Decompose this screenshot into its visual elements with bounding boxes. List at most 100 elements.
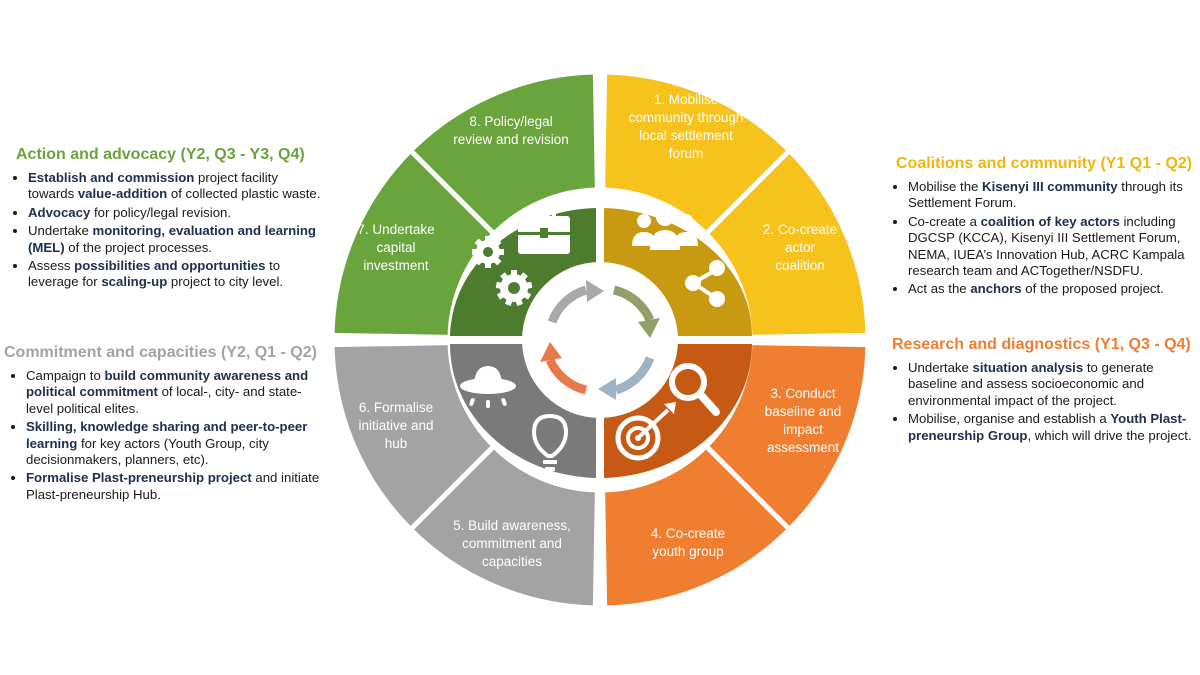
- step-label-line: capacities: [482, 554, 542, 569]
- bullet-item: Undertake monitoring, evaluation and lea…: [28, 223, 326, 256]
- bullet-item: Mobilise, organise and establish a Youth…: [908, 411, 1198, 444]
- bullet-text: Campaign to: [26, 368, 105, 383]
- bullet-text: Co-create a: [908, 213, 981, 229]
- bullet-text: for policy/legal revision.: [90, 204, 232, 220]
- share-icon: [685, 260, 725, 307]
- step-label-line: 1. Mobilise: [654, 92, 719, 107]
- bullet-item: Assess possibilities and opportunities t…: [28, 258, 326, 291]
- bullet-text: Mobilise the: [908, 179, 983, 194]
- bullet-bold-text: monitoring, evaluation and learning (MEL…: [28, 223, 316, 255]
- outer-segments: [329, 69, 871, 611]
- panel-coalitions-community: Coalitions and community (Y1 Q1 - Q2) Mo…: [886, 155, 1196, 300]
- center-disc: [522, 262, 678, 418]
- bullet-bold-text: Skilling, knowledge sharing and peer-to-…: [26, 419, 308, 451]
- step-label-line: review and revision: [453, 132, 569, 147]
- bullet-text: and initiate Plast-preneurship Hub.: [26, 470, 320, 502]
- step-label-line: local settlement: [639, 128, 733, 143]
- step-label-line: commitment and: [462, 536, 562, 551]
- panel-coalitions-title: Coalitions and community (Y1 Q1 - Q2): [896, 155, 1193, 172]
- step-label-line: 6. Formalise: [359, 400, 433, 415]
- bullet-bold-text: Formalise Plast-preneurship project: [26, 470, 252, 486]
- panel-commitment-capacities: Commitment and capacities (Y2, Q1 - Q2) …: [4, 344, 324, 505]
- panel-commitment-title: Commitment and capacities (Y2, Q1 - Q2): [4, 344, 317, 361]
- people-icon: [632, 208, 698, 250]
- briefcase-icon: [518, 206, 570, 254]
- bullet-bold-text: anchors: [970, 281, 1022, 297]
- step-label-8: 8. Policy/legal review and revision: [453, 114, 569, 147]
- bullet-text: of the project processes.: [64, 239, 212, 255]
- bullet-text: of collected plastic waste.: [167, 186, 321, 202]
- bullet-text: of the proposed project.: [1021, 281, 1164, 297]
- bullet-bold-text: Establish and commission: [28, 170, 195, 185]
- bullet-text: project facility towards: [28, 170, 278, 202]
- step-label-line: investment: [363, 258, 429, 273]
- panel-action-advocacy: Action and advocacy (Y2, Q3 - Y3, Q4) Es…: [6, 146, 326, 293]
- panel-research-list: Undertake situation analysis to generate…: [886, 360, 1198, 444]
- bullet-text: , which will drive the project.: [1027, 427, 1192, 443]
- bullet-text: through its Settlement Forum.: [908, 179, 1183, 211]
- bullet-item: Campaign to build community awareness an…: [26, 368, 324, 417]
- bullet-bold-text: Advocacy: [28, 204, 91, 220]
- step-label-line: 2. Co-create: [763, 222, 837, 237]
- bullet-text: of local-, city- and state-level politic…: [26, 384, 302, 416]
- step-label-line: 4. Co-create: [651, 526, 725, 541]
- bullet-text: project to city level.: [167, 274, 284, 290]
- bullet-item: Mobilise the Kisenyi III community throu…: [908, 179, 1196, 212]
- lightbulb-icon: [531, 413, 569, 471]
- step-label-line: initiative and: [358, 418, 433, 433]
- bullet-bold-text: value-addition: [77, 186, 168, 202]
- bullet-item: Formalise Plast-preneurship project and …: [26, 470, 324, 503]
- cycle-arrows-icon: [540, 280, 660, 400]
- step-label-line: coalition: [775, 258, 825, 273]
- bullet-bold-text: coalition of key actors: [980, 213, 1120, 229]
- bullet-bold-text: situation analysis: [972, 360, 1084, 375]
- bullet-bold-text: scaling-up: [101, 274, 168, 290]
- panel-research-title: Research and diagnostics (Y1, Q3 - Q4): [892, 336, 1191, 353]
- panel-commitment-list: Campaign to build community awareness an…: [4, 368, 324, 503]
- bullet-item: Undertake situation analysis to generate…: [908, 360, 1198, 409]
- bullet-item: Co-create a coalition of key actors incl…: [908, 214, 1196, 280]
- step-label-line: 7. Undertake: [357, 222, 434, 237]
- panel-research-diagnostics: Research and diagnostics (Y1, Q3 - Q4) U…: [886, 336, 1198, 446]
- bullet-text: for key actors (Youth Group, city decisi…: [26, 435, 269, 468]
- step-label-6: 6. Formalise initiative and hub: [358, 400, 433, 451]
- bullet-item: Skilling, knowledge sharing and peer-to-…: [26, 419, 324, 468]
- bullet-item: Advocacy for policy/legal revision.: [28, 205, 326, 221]
- magnifier-icon: [669, 363, 720, 416]
- ufo-icon: [460, 366, 516, 408]
- panel-action-title: Action and advocacy (Y2, Q3 - Y3, Q4): [16, 146, 305, 163]
- segment-2: [702, 146, 871, 340]
- gears-icon: [472, 236, 533, 306]
- panel-action-list: Establish and commission project facilit…: [6, 170, 326, 291]
- step-label-line: youth group: [652, 544, 723, 559]
- segment-6: [329, 340, 498, 534]
- step-label-line: baseline and: [765, 404, 842, 419]
- step-label-4: 4. Co-create youth group: [651, 526, 725, 559]
- step-label-line: actor: [785, 240, 816, 255]
- bullet-text: Mobilise, organise and establish a: [908, 411, 1111, 427]
- bullet-bold-text: Youth Plast-preneurship Group: [908, 411, 1187, 443]
- step-label-7: 7. Undertake capital investment: [357, 222, 434, 273]
- bullet-text: to leverage for: [28, 258, 281, 290]
- bullet-bold-text: possibilities and opportunities: [74, 258, 266, 274]
- bullet-bold-text: Kisenyi III community: [982, 179, 1118, 194]
- step-label-line: forum: [669, 146, 704, 161]
- bullet-text: including DGCSP (KCCA), Kisenyi III Sett…: [908, 213, 1185, 279]
- bullet-text: to generate baseline and assess socioeco…: [908, 360, 1154, 408]
- segment-7: [329, 146, 498, 340]
- bullet-text: Undertake: [28, 223, 93, 239]
- segment-8: [406, 69, 600, 238]
- step-label-line: capital: [376, 240, 415, 255]
- step-label-line: assessment: [767, 440, 839, 455]
- step-label-line: 8. Policy/legal: [469, 114, 552, 129]
- bullet-item: Act as the anchors of the proposed proje…: [908, 281, 1196, 297]
- step-label-line: impact: [783, 422, 823, 437]
- step-label-line: hub: [385, 436, 408, 451]
- step-label-line: 3. Conduct: [770, 386, 836, 401]
- step-label-3: 3. Conduct baseline and impact assessment: [765, 386, 842, 455]
- bullet-text: Assess: [28, 258, 75, 274]
